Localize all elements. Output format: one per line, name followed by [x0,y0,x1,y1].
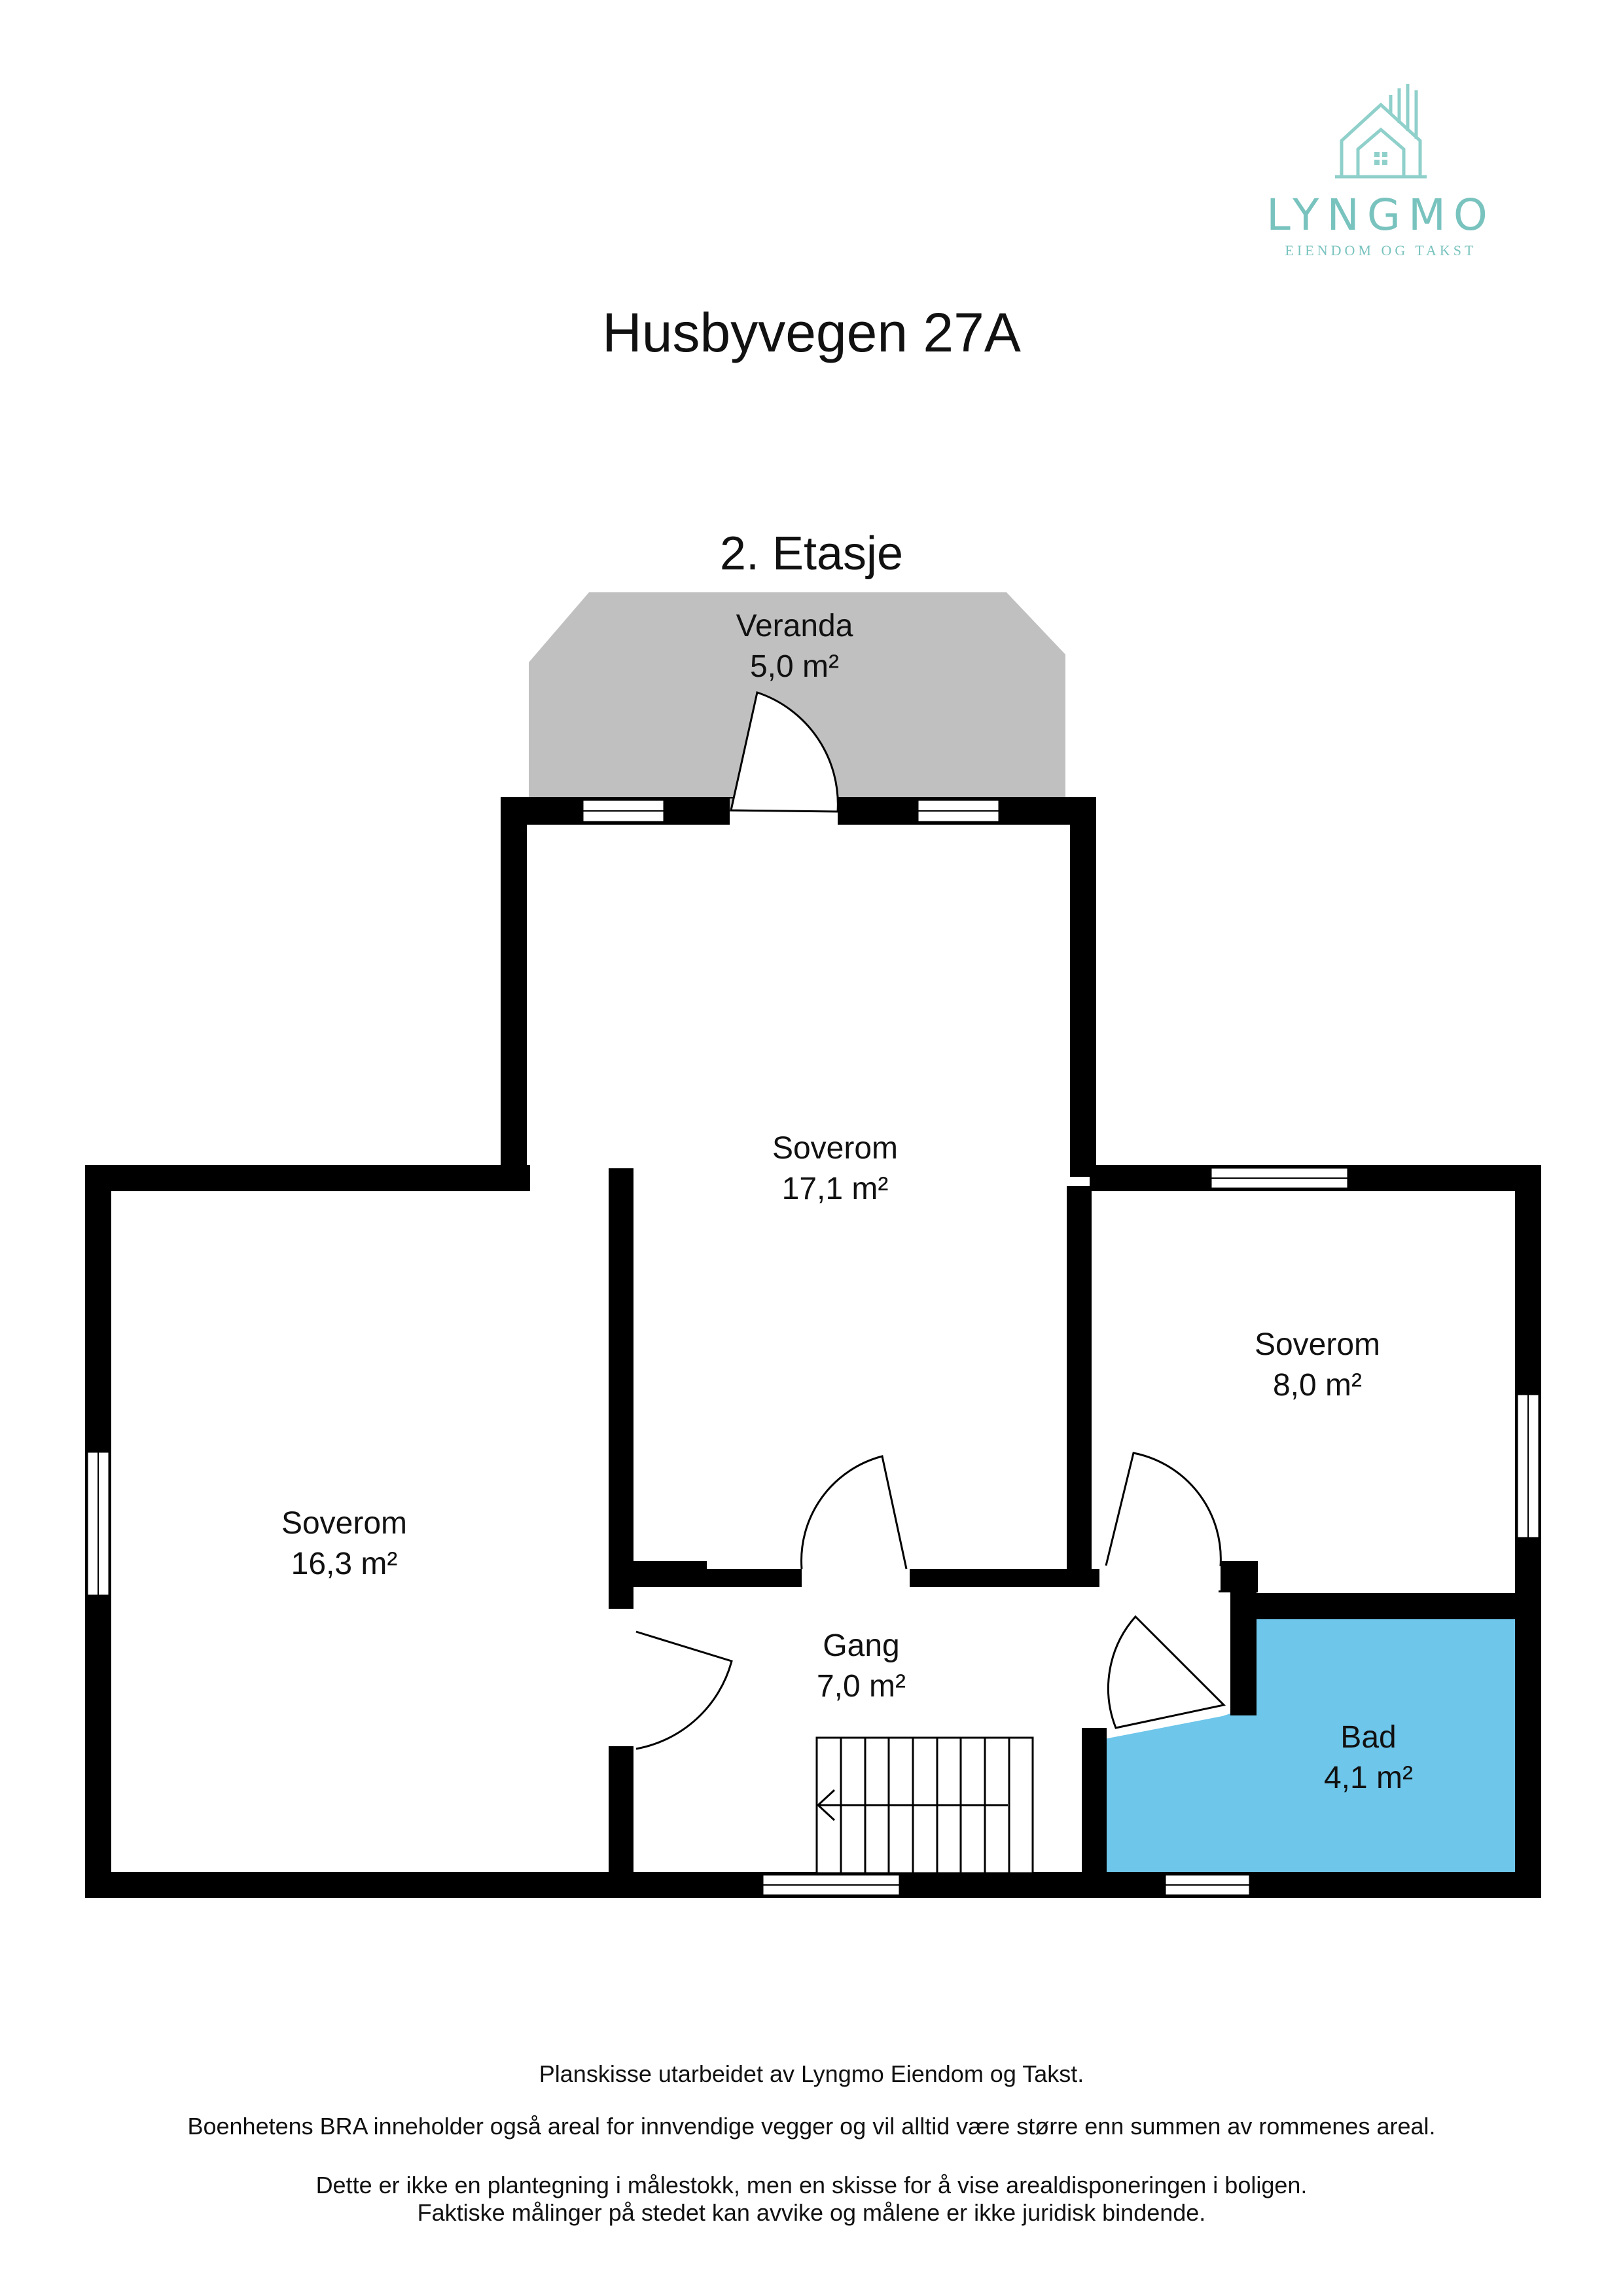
gang-area: 7,0 m² [817,1669,906,1704]
logo-wordmark: LYNGMO [1266,190,1495,240]
soverom-right-name: Soverom [1255,1327,1380,1362]
footer-line-1: Planskisse utarbeidet av Lyngmo Eiendom … [539,2060,1084,2087]
floor-label: 2. Etasje [719,528,904,580]
footer-line-2: Boenhetens BRA inneholder også areal for… [187,2113,1436,2140]
footer-line-3: Dette er ikke en plantegning i målestokk… [315,2172,1308,2198]
gang-name: Gang [823,1628,899,1663]
bad-area: 4,1 m² [1324,1761,1413,1795]
soverom-left-area: 16,3 m² [291,1547,398,1581]
veranda-floor [529,592,1065,797]
house-icon [1335,84,1427,179]
soverom-left-name: Soverom [281,1506,407,1541]
bad-floor [1101,1619,1516,1890]
soverom-large-area: 17,1 m² [782,1172,889,1206]
company-logo: LYNGMO EIENDOM OG TAKST [1243,79,1518,275]
window-lines [98,810,1529,1886]
door-swings [635,691,1226,1750]
footer-line-4: Faktiske målinger på stedet kan avvike o… [417,2199,1206,2226]
bad-name: Bad [1340,1720,1396,1755]
soverom-right-area: 8,0 m² [1273,1368,1362,1403]
veranda-name: Veranda [736,609,853,643]
logo-tagline: EIENDOM OG TAKST [1285,242,1477,259]
veranda-area: 5,0 m² [750,649,839,684]
door-openings [607,798,1221,1746]
soverom-large-name: Soverom [772,1131,898,1166]
staircase [815,1736,1034,1874]
property-title: Husbyvegen 27A [602,302,1021,363]
